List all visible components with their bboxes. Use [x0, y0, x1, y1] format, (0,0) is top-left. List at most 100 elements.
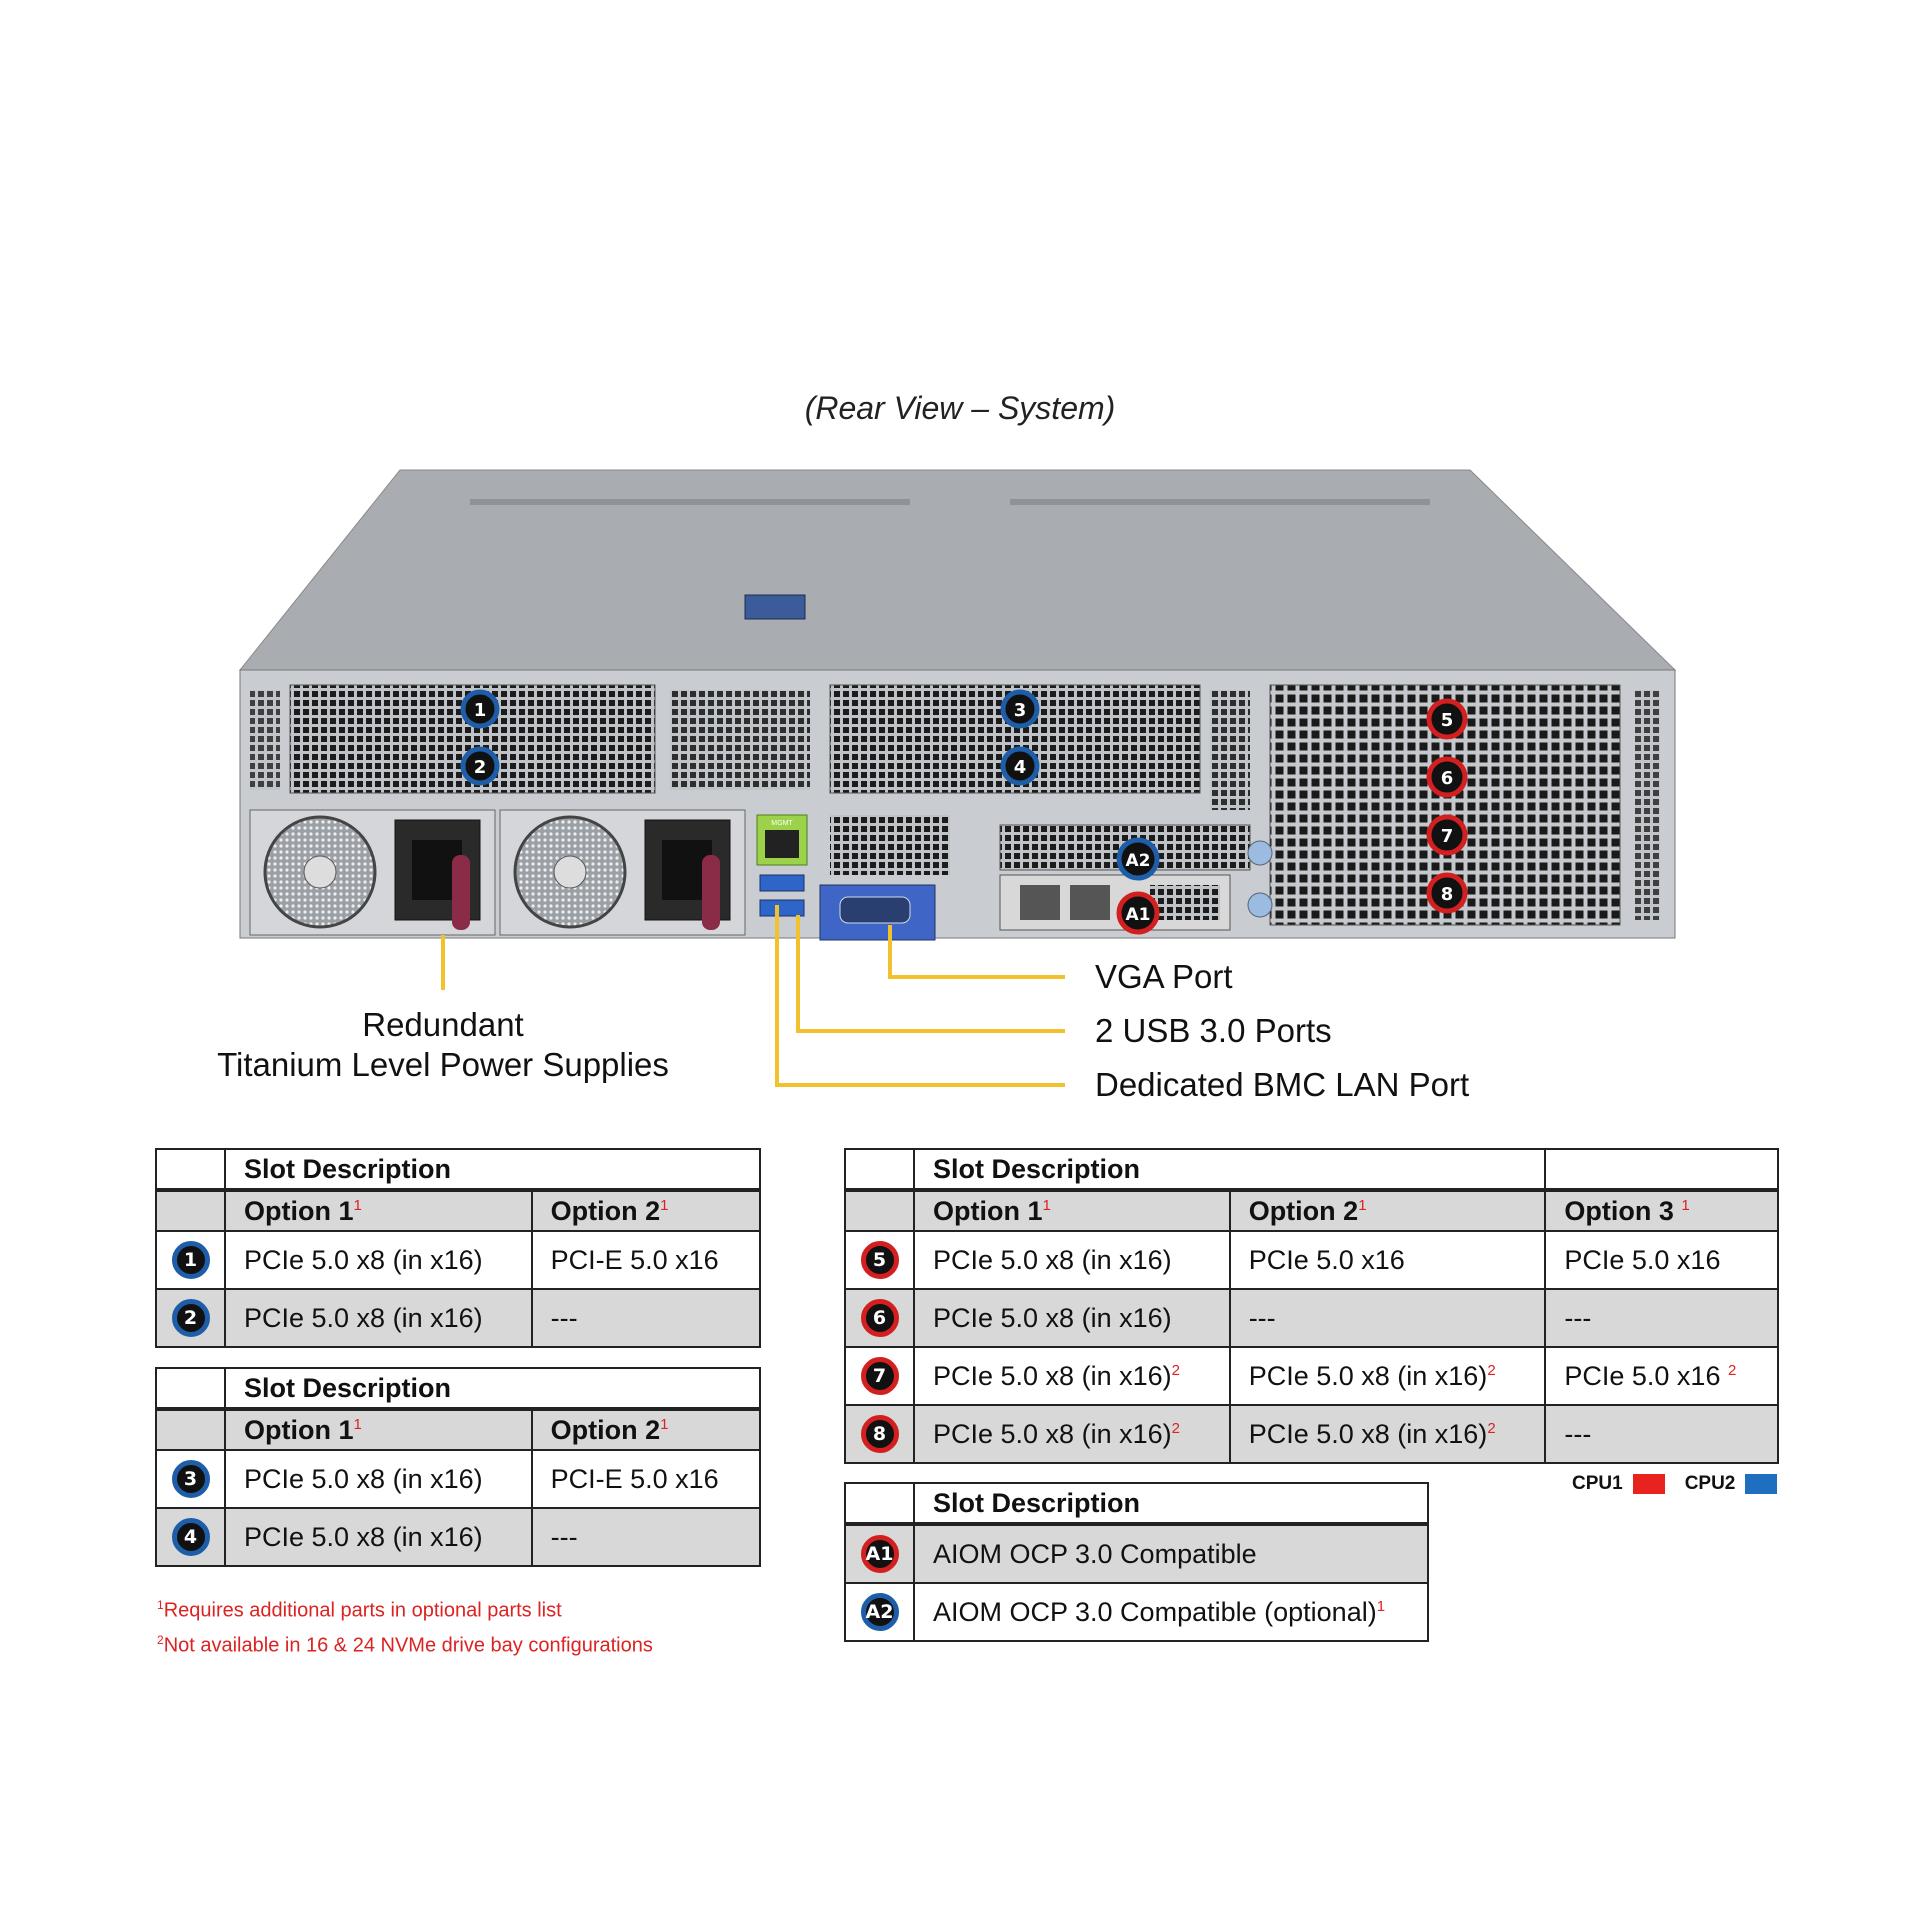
badge-slot-7: 7 [1426, 814, 1468, 856]
table-row: 3 PCIe 5.0 x8 (in x16) PCI-E 5.0 x16 [156, 1449, 760, 1508]
svg-text:7: 7 [1441, 826, 1454, 847]
table-row: 5 PCIe 5.0 x8 (in x16) PCIe 5.0 x16 PCIe… [845, 1230, 1778, 1289]
badge-slot-5: 5 [1426, 698, 1468, 740]
svg-text:1: 1 [474, 700, 487, 721]
column-option-2: Option 21 [531, 1188, 760, 1231]
table-cell: PCIe 5.0 x16 2 [1545, 1346, 1778, 1405]
usb-callout-line [796, 915, 1065, 1033]
svg-text:A2: A2 [1126, 851, 1151, 871]
footnote-2: 2Not available in 16 & 24 NVMe drive bay… [157, 1633, 653, 1657]
table-header: Slot Description [914, 1483, 1428, 1524]
table-corner [156, 1149, 226, 1190]
usb-callout-text: 2 USB 3.0 Ports [1095, 1012, 1332, 1049]
table-corner [845, 1149, 915, 1190]
column-option-1: Option 11 [225, 1407, 533, 1450]
table-cell: PCIe 5.0 x16 [1545, 1230, 1778, 1289]
badge-slot-4: 4 [1000, 746, 1040, 786]
table-cell: --- [1545, 1288, 1778, 1347]
bmc-callout-text: Dedicated BMC LAN Port [1095, 1066, 1470, 1103]
badge-slot-a2: A2 [1116, 837, 1160, 881]
table-cell: PCIe 5.0 x8 (in x16) [914, 1230, 1231, 1289]
slot-table-5-8: Slot Description Option 11 Option 21 Opt… [844, 1148, 1779, 1464]
column-option-2: Option 21 [531, 1407, 760, 1450]
badge-slot-2: 2 [460, 746, 500, 786]
table-row: 1 PCIe 5.0 x8 (in x16) PCI-E 5.0 x16 [156, 1230, 760, 1289]
table-row: 6 PCIe 5.0 x8 (in x16) --- --- [845, 1288, 1778, 1347]
legend-cpu1-swatch [1632, 1474, 1665, 1494]
svg-text:6: 6 [1441, 768, 1454, 789]
table-cell: PCIe 5.0 x16 [1229, 1230, 1547, 1289]
bmc-callout-line [775, 905, 1065, 1087]
table-cell: PCIe 5.0 x8 (in x16) [225, 1230, 533, 1289]
slot-table-1-2: Slot Description Option 11 Option 21 1 P… [155, 1148, 761, 1348]
badge-slot-3: 3 [1000, 689, 1040, 729]
table-row: 8 PCIe 5.0 x8 (in x16)2 PCIe 5.0 x8 (in … [845, 1404, 1778, 1463]
diagram-title: (Rear View – System) [804, 390, 1116, 426]
badge-slot-a1: A1 [1116, 891, 1160, 935]
slot-badge-a1: A1 [860, 1535, 899, 1573]
legend-cpu2-label: CPU2 [1684, 1473, 1736, 1494]
cpu-legend: CPU1 CPU2 [1572, 1472, 1778, 1496]
slot-badge-8: 8 [860, 1415, 899, 1453]
slot-badge-4: 4 [171, 1518, 210, 1556]
legend-cpu2-swatch [1745, 1474, 1778, 1494]
slot-badge-3: 3 [171, 1460, 210, 1498]
table-row: 4 PCIe 5.0 x8 (in x16) --- [156, 1507, 760, 1566]
table-cell: PCIe 5.0 x8 (in x16) [225, 1288, 533, 1347]
slot-table-aiom: Slot Description A1 AIOM OCP 3.0 Compati… [844, 1482, 1429, 1642]
table-cell: PCIe 5.0 x8 (in x16)2 [914, 1404, 1231, 1463]
server-rear-illustration: MGMT 1 2 3 4 5 6 7 8 A2 A1 [238, 469, 1677, 941]
svg-text:5: 5 [1441, 710, 1454, 731]
vga-callout-text: VGA Port [1095, 958, 1233, 995]
mgmt-port-label: MGMT [771, 820, 793, 827]
svg-text:2: 2 [474, 757, 487, 778]
table-corner [156, 1368, 226, 1409]
table-cell: AIOM OCP 3.0 Compatible [914, 1522, 1428, 1583]
table-cell: --- [531, 1288, 760, 1347]
legend-cpu1-label: CPU1 [1572, 1473, 1623, 1494]
slot-badge-6: 6 [860, 1299, 899, 1337]
badge-slot-1: 1 [460, 689, 500, 729]
usb-port-2 [759, 899, 805, 917]
badge-slot-6: 6 [1426, 756, 1468, 798]
slot-badge-1: 1 [171, 1241, 210, 1279]
table-cell: PCIe 5.0 x8 (in x16) [225, 1449, 533, 1508]
table-row: 7 PCIe 5.0 x8 (in x16)2 PCIe 5.0 x8 (in … [845, 1346, 1778, 1405]
slot-badge-7: 7 [860, 1357, 899, 1395]
svg-text:8: 8 [1441, 884, 1454, 905]
column-option-3: Option 3 1 [1545, 1188, 1778, 1231]
table-cell: PCIe 5.0 x8 (in x16) [225, 1507, 533, 1566]
table-row: A1 AIOM OCP 3.0 Compatible [845, 1522, 1428, 1583]
vga-port [839, 896, 911, 924]
psu-callout-line1: Redundant [362, 1006, 524, 1043]
slot-badge-5: 5 [860, 1241, 899, 1279]
column-option-2: Option 21 [1229, 1188, 1547, 1231]
table-header: Slot Description [225, 1368, 760, 1409]
table-cell: PCIe 5.0 x8 (in x16)2 [1229, 1346, 1547, 1405]
psu-callout-text: Redundant Titanium Level Power Supplies [183, 1005, 703, 1085]
bmc-lan-port [765, 830, 799, 858]
column-option-1: Option 11 [225, 1188, 533, 1231]
slot-badge-a2: A2 [860, 1593, 899, 1631]
table-cell: --- [1545, 1404, 1778, 1463]
vga-callout-line [888, 925, 1065, 979]
column-option-1: Option 11 [914, 1188, 1231, 1231]
table-cell: --- [531, 1507, 760, 1566]
slot-table-3-4: Slot Description Option 11 Option 21 3 P… [155, 1367, 761, 1567]
callout-lines [441, 905, 1065, 1087]
table-header: Slot Description [914, 1149, 1547, 1190]
table-cell: PCI-E 5.0 x16 [531, 1449, 760, 1508]
slot-badge-2: 2 [171, 1299, 210, 1337]
table-corner [845, 1483, 915, 1524]
svg-text:3: 3 [1014, 700, 1027, 721]
table-cell: AIOM OCP 3.0 Compatible (optional)1 [914, 1582, 1428, 1641]
svg-text:A1: A1 [1126, 905, 1151, 925]
table-row: A2 AIOM OCP 3.0 Compatible (optional)1 [845, 1582, 1428, 1641]
table-cell: PCIe 5.0 x8 (in x16)2 [1229, 1404, 1547, 1463]
footnote-1: 1Requires additional parts in optional p… [157, 1598, 562, 1622]
psu-callout-line2: Titanium Level Power Supplies [217, 1046, 669, 1083]
table-cell: PCIe 5.0 x8 (in x16)2 [914, 1346, 1231, 1405]
table-cell: PCI-E 5.0 x16 [531, 1230, 760, 1289]
badge-slot-8: 8 [1426, 872, 1468, 914]
table-row: 2 PCIe 5.0 x8 (in x16) --- [156, 1288, 760, 1347]
